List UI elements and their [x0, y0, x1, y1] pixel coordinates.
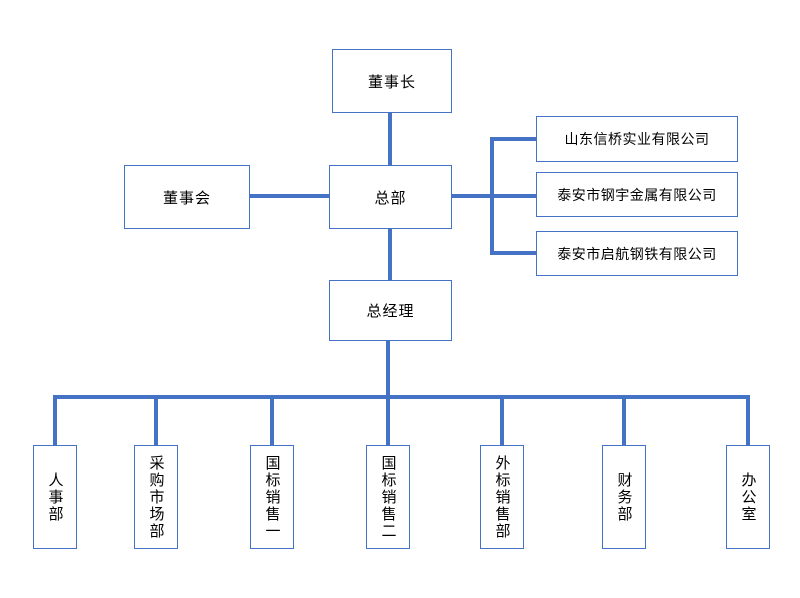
connector-general-manager-departments: [386, 341, 390, 445]
node-dept-finance[interactable]: 财务部: [602, 445, 646, 549]
node-general-manager[interactable]: 总经理: [329, 280, 452, 341]
node-dept-procurement[interactable]: 采购市场部: [134, 445, 178, 549]
connector-bus-dept-sales-ext: [500, 395, 504, 445]
connector-headquarters-subsidiaries: [452, 194, 536, 198]
connector-bus-dept-procurement: [154, 395, 158, 445]
connector-bus-dept-finance: [622, 395, 626, 445]
connector-departments-bus: [53, 395, 750, 399]
node-subsidiary-3-label: 泰安市启航钢铁有限公司: [557, 245, 717, 262]
node-board[interactable]: 董事会: [124, 165, 250, 229]
connector-board-headquarters: [250, 194, 330, 198]
node-dept-sales-ext[interactable]: 外标销售部: [480, 445, 524, 549]
node-board-label: 董事会: [162, 189, 211, 207]
node-headquarters[interactable]: 总部: [329, 165, 452, 229]
node-dept-office-label: 办公室: [739, 471, 757, 523]
connector-bus-dept-office: [746, 395, 750, 445]
connector-subsidiaries-bracket: [490, 137, 494, 255]
node-subsidiary-2-label: 泰安市钢宇金属有限公司: [557, 186, 717, 203]
node-subsidiary-1-label: 山东信桥实业有限公司: [564, 131, 710, 147]
node-dept-finance-label: 财务部: [615, 471, 633, 523]
connector-bracket-subsidiary-3: [492, 251, 536, 255]
node-dept-sales-gb2[interactable]: 国标销售二: [366, 445, 410, 549]
connector-bracket-subsidiary-1: [492, 137, 536, 141]
node-dept-hr[interactable]: 人事部: [33, 445, 77, 549]
node-dept-sales-gb1-label: 国标销售一: [263, 454, 281, 540]
node-dept-procurement-label: 采购市场部: [147, 454, 165, 540]
node-dept-sales-gb1[interactable]: 国标销售一: [250, 445, 294, 549]
connector-bus-dept-hr: [53, 395, 57, 445]
node-dept-sales-gb2-label: 国标销售二: [379, 454, 397, 540]
node-headquarters-label: 总部: [374, 189, 407, 207]
connector-chairman-headquarters: [388, 113, 392, 166]
node-dept-hr-label: 人事部: [46, 471, 64, 523]
node-subsidiary-3[interactable]: 泰安市启航钢铁有限公司: [536, 231, 738, 276]
node-dept-office[interactable]: 办公室: [726, 445, 770, 549]
node-chairman[interactable]: 董事长: [332, 49, 452, 113]
node-chairman-label: 董事长: [367, 73, 416, 91]
node-subsidiary-2[interactable]: 泰安市钢宇金属有限公司: [536, 172, 738, 217]
connector-headquarters-general-manager: [388, 229, 392, 281]
connector-bus-dept-sales-gb1: [270, 395, 274, 445]
node-general-manager-label: 总经理: [366, 303, 415, 320]
node-dept-sales-ext-label: 外标销售部: [493, 454, 511, 540]
node-subsidiary-1[interactable]: 山东信桥实业有限公司: [536, 116, 738, 162]
